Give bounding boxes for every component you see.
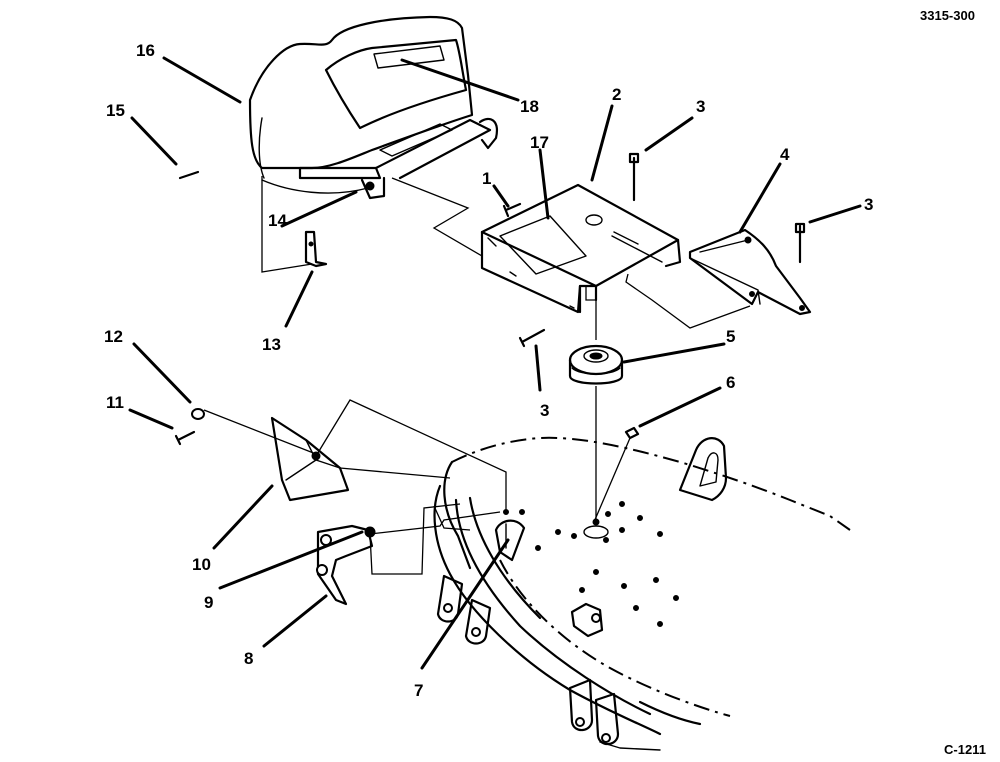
callout-8: 8 bbox=[244, 649, 253, 668]
callout-13: 13 bbox=[262, 335, 281, 354]
part-10-shield bbox=[270, 416, 350, 502]
callout-17: 17 bbox=[530, 133, 549, 152]
callout-16: 16 bbox=[136, 41, 155, 60]
bolts bbox=[174, 152, 806, 446]
callout-18: 18 bbox=[520, 97, 539, 116]
callout-10: 10 bbox=[192, 555, 211, 574]
doc-number: 3315-300 bbox=[920, 8, 975, 23]
callout-arrows bbox=[128, 56, 862, 670]
callout-11: 11 bbox=[106, 393, 124, 412]
callout-3-right: 3 bbox=[864, 195, 873, 214]
part-17-seat-pan bbox=[480, 183, 682, 314]
part-13-clip bbox=[304, 230, 328, 268]
part-8-arm bbox=[316, 524, 376, 606]
callout-14: 14 bbox=[268, 211, 287, 230]
callout-12: 12 bbox=[104, 327, 123, 346]
callout-15: 15 bbox=[106, 101, 125, 120]
callout-1: 1 bbox=[482, 169, 491, 188]
part-16-seat bbox=[248, 15, 498, 200]
part-5-pulley bbox=[568, 344, 624, 385]
callout-5: 5 bbox=[726, 327, 735, 346]
callout-6: 6 bbox=[726, 373, 735, 392]
callout-4: 4 bbox=[780, 145, 790, 164]
callout-2: 2 bbox=[612, 85, 621, 104]
assembly-lines bbox=[203, 176, 751, 575]
callout-7: 7 bbox=[414, 681, 423, 700]
callout-numbers: 16 15 18 2 3 17 1 4 3 5 3 6 14 13 12 11 … bbox=[104, 41, 873, 700]
callout-9: 9 bbox=[204, 593, 213, 612]
part-4-bracket bbox=[688, 228, 812, 316]
mower-deck bbox=[433, 436, 851, 751]
callout-3-bottom: 3 bbox=[540, 401, 549, 420]
figure-code: C-1211 bbox=[944, 742, 986, 757]
callout-3-top: 3 bbox=[696, 97, 705, 116]
